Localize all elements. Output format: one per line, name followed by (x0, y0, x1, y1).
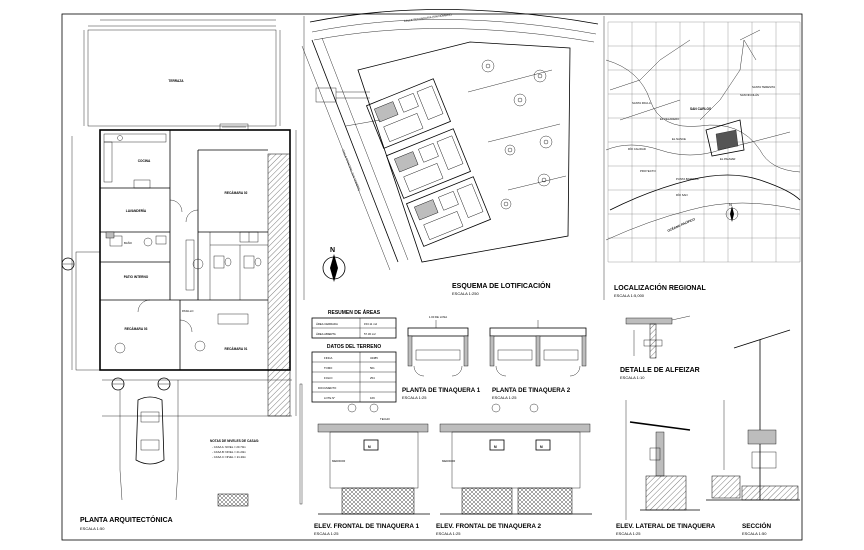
terrace-outline (87, 29, 277, 127)
svg-text:ESCALA 1:25: ESCALA 1:25 (492, 395, 517, 400)
room-label-terraza: TERRAZA (168, 79, 184, 83)
svg-text:SANTA PAULA: SANTA PAULA (632, 101, 651, 105)
room-label-patio: PATIO INTERNO (124, 275, 149, 279)
lot-house-c (405, 176, 492, 247)
level-note-c: - CASA C: NIVEL = 21.20m (212, 455, 247, 459)
terrain-title: DATOS DEL TERRENO (327, 344, 381, 350)
ocean-label: OCÉANO PACÍFICO (666, 216, 696, 233)
plan-title: PLANTA ARQUITECTÓNICA (80, 515, 173, 524)
room-label-dormitorio2: RECÁMARA 02 (225, 190, 248, 195)
areas-title: RESUMEN DE ÁREAS (328, 309, 381, 316)
svg-text:PROYECTO: PROYECTO (640, 169, 656, 173)
north-arrow-icon: N (322, 247, 346, 282)
svg-text:ÁREA ABIERTA: ÁREA ABIERTA (316, 332, 336, 336)
room-label-bano: BAÑO (124, 240, 133, 245)
location-scale: ESCALA 1:5,000 (614, 293, 645, 298)
svg-text:MEDIDOR: MEDIDOR (442, 459, 455, 463)
plan-scale: ESCALA 1:50 (80, 526, 105, 531)
front-elevation-2: M M MEDIDOR ELEV. FRONTAL DE TINAQUERA 2… (436, 403, 592, 536)
svg-text:ESCALA 1:50: ESCALA 1:50 (742, 531, 767, 536)
svg-text:254: 254 (370, 376, 375, 380)
svg-text:ÁREA CERRADA: ÁREA CERRADA (316, 322, 338, 326)
svg-text:ESCALA 1:25: ESCALA 1:25 (436, 531, 461, 536)
svg-text:MEDIDOR: MEDIDOR (332, 459, 345, 463)
svg-text:ESCALA 1:25: ESCALA 1:25 (402, 395, 427, 400)
side-strip (267, 153, 291, 417)
room-label-dormitorio3: RECÁMARA 03 (125, 326, 148, 331)
svg-text:FINCA: FINCA (324, 356, 333, 360)
svg-text:SAN NICOLÁS: SAN NICOLÁS (740, 93, 759, 97)
svg-text:M: M (494, 445, 497, 449)
room-label-cocina: COCINA (138, 159, 151, 163)
svg-text:TOMO: TOMO (324, 366, 333, 370)
svg-text:1.00 DE LOSA: 1.00 DE LOSA (429, 315, 447, 319)
svg-text:ESCALA 1:25: ESCALA 1:25 (616, 531, 641, 536)
room-label-pasillo: PASILLO (182, 309, 194, 313)
front-elevation-1: M TECHO MEDIDOR ELEV. FRONTAL DE TINAQUE… (314, 403, 430, 536)
svg-text:34385: 34385 (370, 356, 378, 360)
street-top-label: CALLE SECUNDARIA (SIN NOMBRE) (404, 12, 452, 23)
floor-plan: TERRAZA COCINA LAVANDERÍA BAÑO (61, 19, 303, 531)
car-icon (135, 396, 165, 465)
room-label-dormitorio1: RECÁMARA 01 (225, 346, 248, 351)
location-title: LOCALIZACIÓN REGIONAL (614, 283, 706, 292)
lot-scheme-scale: ESCALA 1:250 (452, 291, 479, 296)
tinaquera-plans: 1.00 DE LOSA PLANTA DE TINAQUERA 1 ESCAL… (402, 315, 587, 400)
svg-text:DOCUMENTO: DOCUMENTO (318, 386, 337, 390)
sill-detail: DETALLE DE ALFEIZAR ESCALA 1:10 (620, 315, 700, 380)
svg-text:57.30 m2: 57.30 m2 (364, 332, 376, 336)
elev-frontal-1-title: ELEV. FRONTAL DE TINAQUERA 1 (314, 523, 420, 530)
elev-lateral-title: ELEV. LATERAL DE TINAQUERA (616, 523, 716, 530)
svg-text:PUNTA BARRIOS: PUNTA BARRIOS (676, 177, 699, 181)
elev-frontal-2-title: ELEV. FRONTAL DE TINAQUERA 2 (436, 523, 542, 530)
svg-text:TECHO: TECHO (380, 417, 391, 421)
north-arrow-map-icon: N (725, 202, 739, 222)
section-detail: SECCIÓN ESCALA 1:50 (706, 329, 800, 536)
street-left-label: CALLE PRINCIPAL (SIN NOMBRE) (341, 149, 361, 192)
level-notes-title: NOTAS DE NIVELES DE CASAS: (210, 439, 259, 443)
svg-text:EL VELADERO: EL VELADERO (660, 117, 680, 121)
house-walls (99, 129, 291, 371)
svg-text:EL PALMAR: EL PALMAR (720, 157, 735, 161)
section-marker-bottom (111, 377, 171, 391)
svg-text:RÍO CALIDAD: RÍO CALIDAD (628, 147, 646, 151)
svg-text:ESCALA 1:10: ESCALA 1:10 (620, 375, 645, 380)
areas-summary-table: RESUMEN DE ÁREAS ÁREA CERRADA 153.11 m2 … (311, 309, 397, 403)
svg-text:N: N (330, 247, 335, 254)
level-note-b: - CASA B: NIVEL = 21.20m (212, 450, 247, 454)
side-elevation: ELEV. LATERAL DE TINAQUERA ESCALA 1:25 (616, 400, 716, 536)
svg-text:EL NANCE: EL NANCE (672, 137, 686, 141)
alfeizar-title: DETALLE DE ALFEIZAR (620, 367, 700, 374)
svg-text:RÍO SAN: RÍO SAN (676, 193, 688, 197)
svg-text:M: M (540, 445, 543, 449)
svg-text:169: 169 (370, 396, 375, 400)
svg-text:LOTE N°: LOTE N° (324, 396, 335, 400)
lot-house-b (385, 128, 472, 199)
regional-location-map: SANTA TERESITA SAN CARLOS SANTA PAULA EL… (605, 21, 801, 298)
level-note-a: - CASA A: NIVEL = 20.70m (212, 445, 246, 449)
lot-scheme: CALLE PRINCIPAL (SIN NOMBRE) CALLE SECUN… (301, 9, 599, 296)
svg-text:501: 501 (370, 366, 375, 370)
svg-text:M: M (368, 445, 371, 449)
svg-text:153.11 m2: 153.11 m2 (364, 322, 377, 326)
planta-tinaquera-2-title: PLANTA DE TINAQUERA 2 (492, 387, 571, 394)
svg-text:SANTA TERESITA: SANTA TERESITA (752, 85, 775, 89)
lot-house-a (365, 78, 452, 149)
lot-scheme-title: ESQUEMA DE LOTIFICACIÓN (452, 281, 551, 290)
seccion-title: SECCIÓN (742, 521, 772, 530)
sheet-border (61, 13, 803, 541)
svg-text:ESCALA 1:25: ESCALA 1:25 (314, 531, 339, 536)
svg-text:N: N (729, 202, 732, 207)
tree-icon (481, 59, 553, 210)
room-label-lavanderia: LAVANDERÍA (126, 208, 147, 213)
planta-tinaquera-1-title: PLANTA DE TINAQUERA 1 (402, 387, 481, 394)
svg-text:SAN CARLOS: SAN CARLOS (690, 107, 711, 111)
svg-text:FOLIO: FOLIO (324, 376, 333, 380)
